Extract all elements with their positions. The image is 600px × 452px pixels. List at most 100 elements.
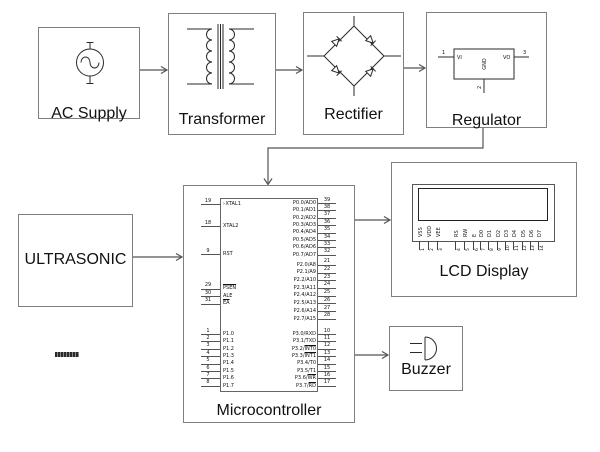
buzzer-icon bbox=[410, 336, 437, 361]
mcu-pin-label: P0.3/AD3 bbox=[292, 222, 316, 228]
mcu-pin-label: P1.2 bbox=[223, 345, 234, 352]
mcu-pin-lead bbox=[318, 341, 336, 343]
mcu-pin-number: 2 bbox=[206, 334, 210, 341]
regulator-vi-label: VI bbox=[457, 55, 462, 61]
mcu-pin-label: ›XTAL1 bbox=[223, 200, 241, 207]
mcu-pin-label: P0.7/AD7 bbox=[292, 251, 316, 258]
mcu-pin-number: 25 bbox=[323, 289, 331, 296]
lcd-pin-lead bbox=[504, 241, 506, 250]
lcd-pin-lead bbox=[455, 241, 456, 250]
lcd-display-label: LCD Display bbox=[439, 263, 529, 280]
lcd-pin-label: VDD bbox=[427, 225, 433, 237]
mcu-pin-lead bbox=[318, 217, 336, 219]
lcd-pin-number: 5 bbox=[465, 248, 471, 251]
mcu-pin-number: 29 bbox=[204, 282, 212, 288]
mcu-pin-number: 3 bbox=[206, 342, 210, 349]
mcu-pin-number: 19 bbox=[204, 197, 212, 204]
mcu-pin-lead bbox=[318, 240, 336, 241]
mcu-pin-lead bbox=[201, 334, 220, 335]
lcd-pin-lead bbox=[428, 241, 429, 250]
mcu-pin-label: P3.6/WR bbox=[294, 375, 316, 382]
mcu-pin-lead bbox=[318, 247, 336, 249]
regulator-pin2-number: 2 bbox=[477, 86, 483, 89]
mcu-pin-lead bbox=[318, 303, 336, 305]
block-ac-supply: AC Supply bbox=[38, 27, 140, 122]
mcu-pin-label: P2.7/A15 bbox=[293, 315, 316, 322]
mcu-pin-label: P0.1/AD1 bbox=[292, 207, 316, 214]
lcd-pin-label: RS bbox=[454, 230, 460, 237]
mcu-pin-lead bbox=[201, 288, 220, 290]
mcu-pin-label: P2.0/A8 bbox=[296, 261, 316, 268]
diode-bridge-icon bbox=[307, 16, 401, 96]
lcd-pin-lead bbox=[480, 241, 481, 250]
mcu-pin-lead bbox=[318, 254, 336, 256]
mcu-pin-label: P0.2/AD2 bbox=[292, 214, 316, 221]
mcu-pin-lead bbox=[318, 232, 336, 234]
lcd-pin-number: 8 bbox=[489, 248, 495, 251]
mcu-pin-number: 6 bbox=[206, 364, 210, 371]
arrowhead-icon bbox=[418, 63, 427, 73]
mcu-pin-lead bbox=[201, 303, 220, 305]
mcu-pin-lead bbox=[318, 356, 336, 358]
lcd-pin-label: D4 bbox=[512, 229, 519, 237]
transformer-label: Transformer bbox=[178, 111, 266, 128]
mcu-pin-label: P2.1/A9 bbox=[296, 269, 316, 276]
illegible-fine-print bbox=[55, 352, 79, 357]
transformer-coils-icon bbox=[187, 24, 254, 89]
mcu-pin-number: 26 bbox=[323, 296, 331, 303]
mcu-pin-number: 38 bbox=[323, 203, 331, 210]
mcu-pin-lead bbox=[318, 334, 336, 335]
mcu-pin-label: P3.4/T0 bbox=[297, 360, 316, 367]
arrowhead-icon bbox=[175, 252, 184, 262]
mcu-pin-lead bbox=[318, 210, 336, 212]
mcu-pin-label: P1.1 bbox=[223, 338, 234, 345]
lcd-pin-number: 3 bbox=[438, 248, 444, 251]
mcu-pin-lead bbox=[201, 226, 220, 227]
mcu-pin-lead bbox=[318, 318, 336, 320]
mcu-pin-number: 14 bbox=[323, 357, 331, 364]
mcu-pin-number: 10 bbox=[323, 327, 331, 334]
lcd-module-icon bbox=[412, 184, 555, 242]
arrowhead-icon bbox=[381, 350, 390, 360]
mcu-pin-label: P1.7 bbox=[223, 382, 234, 389]
block-rectifier: Rectifier bbox=[303, 12, 404, 135]
mcu-pin-label: P2.6/A14 bbox=[293, 307, 316, 314]
lcd-pin-number: 9 bbox=[498, 248, 504, 251]
mcu-pin-number: 12 bbox=[323, 342, 331, 349]
arrowhead-icon bbox=[383, 215, 392, 225]
mcu-pin-lead bbox=[201, 341, 220, 343]
mcu-pin-label: P2.3/A11 bbox=[293, 284, 316, 291]
lcd-pin-lead bbox=[419, 241, 420, 250]
mcu-pin-number: 36 bbox=[323, 218, 331, 225]
mcu-pin-label: P3.2/INT0 bbox=[291, 345, 316, 352]
mcu-pin-lead bbox=[201, 371, 220, 372]
mcu-pin-number: 18 bbox=[204, 219, 212, 226]
mcu-pin-number: 11 bbox=[323, 334, 331, 341]
mcu-pin-label: P1.3 bbox=[223, 353, 234, 359]
lcd-pin-label: D1 bbox=[487, 229, 494, 237]
regulator-pin1-number: 1 bbox=[442, 50, 445, 56]
mcu-pin-lead bbox=[318, 363, 336, 365]
mcu-pin-number: 37 bbox=[323, 211, 331, 218]
mcu-pin-label: XTAL2 bbox=[223, 222, 239, 229]
mcu-pin-label: P3.3/INT1 bbox=[291, 353, 316, 359]
lcd-pin-number: 13 bbox=[531, 245, 537, 251]
mcu-pin-number: 27 bbox=[323, 304, 331, 311]
mcu-pin-label: P2.2/A10 bbox=[293, 277, 316, 283]
mcu-pin-label: P3.5/T1 bbox=[297, 367, 316, 374]
lcd-pin-label: D2 bbox=[495, 229, 502, 237]
lcd-pin-label: VSS bbox=[418, 227, 424, 237]
lcd-pin-label: D0 bbox=[479, 229, 485, 237]
mcu-pin-lead bbox=[201, 356, 220, 358]
mcu-pin-lead bbox=[201, 204, 220, 205]
lcd-pin-label: RW bbox=[463, 228, 469, 237]
mcu-pin-number: 5 bbox=[206, 357, 210, 364]
wire-regulator-to-microcontroller bbox=[267, 128, 484, 183]
lcd-pin-number: 12 bbox=[523, 245, 528, 251]
regulator-vo-label: VO bbox=[503, 55, 510, 61]
lcd-pin-number: 7 bbox=[481, 248, 487, 251]
mcu-pin-lead bbox=[318, 385, 336, 387]
lcd-pin-number: 2 bbox=[429, 248, 435, 251]
